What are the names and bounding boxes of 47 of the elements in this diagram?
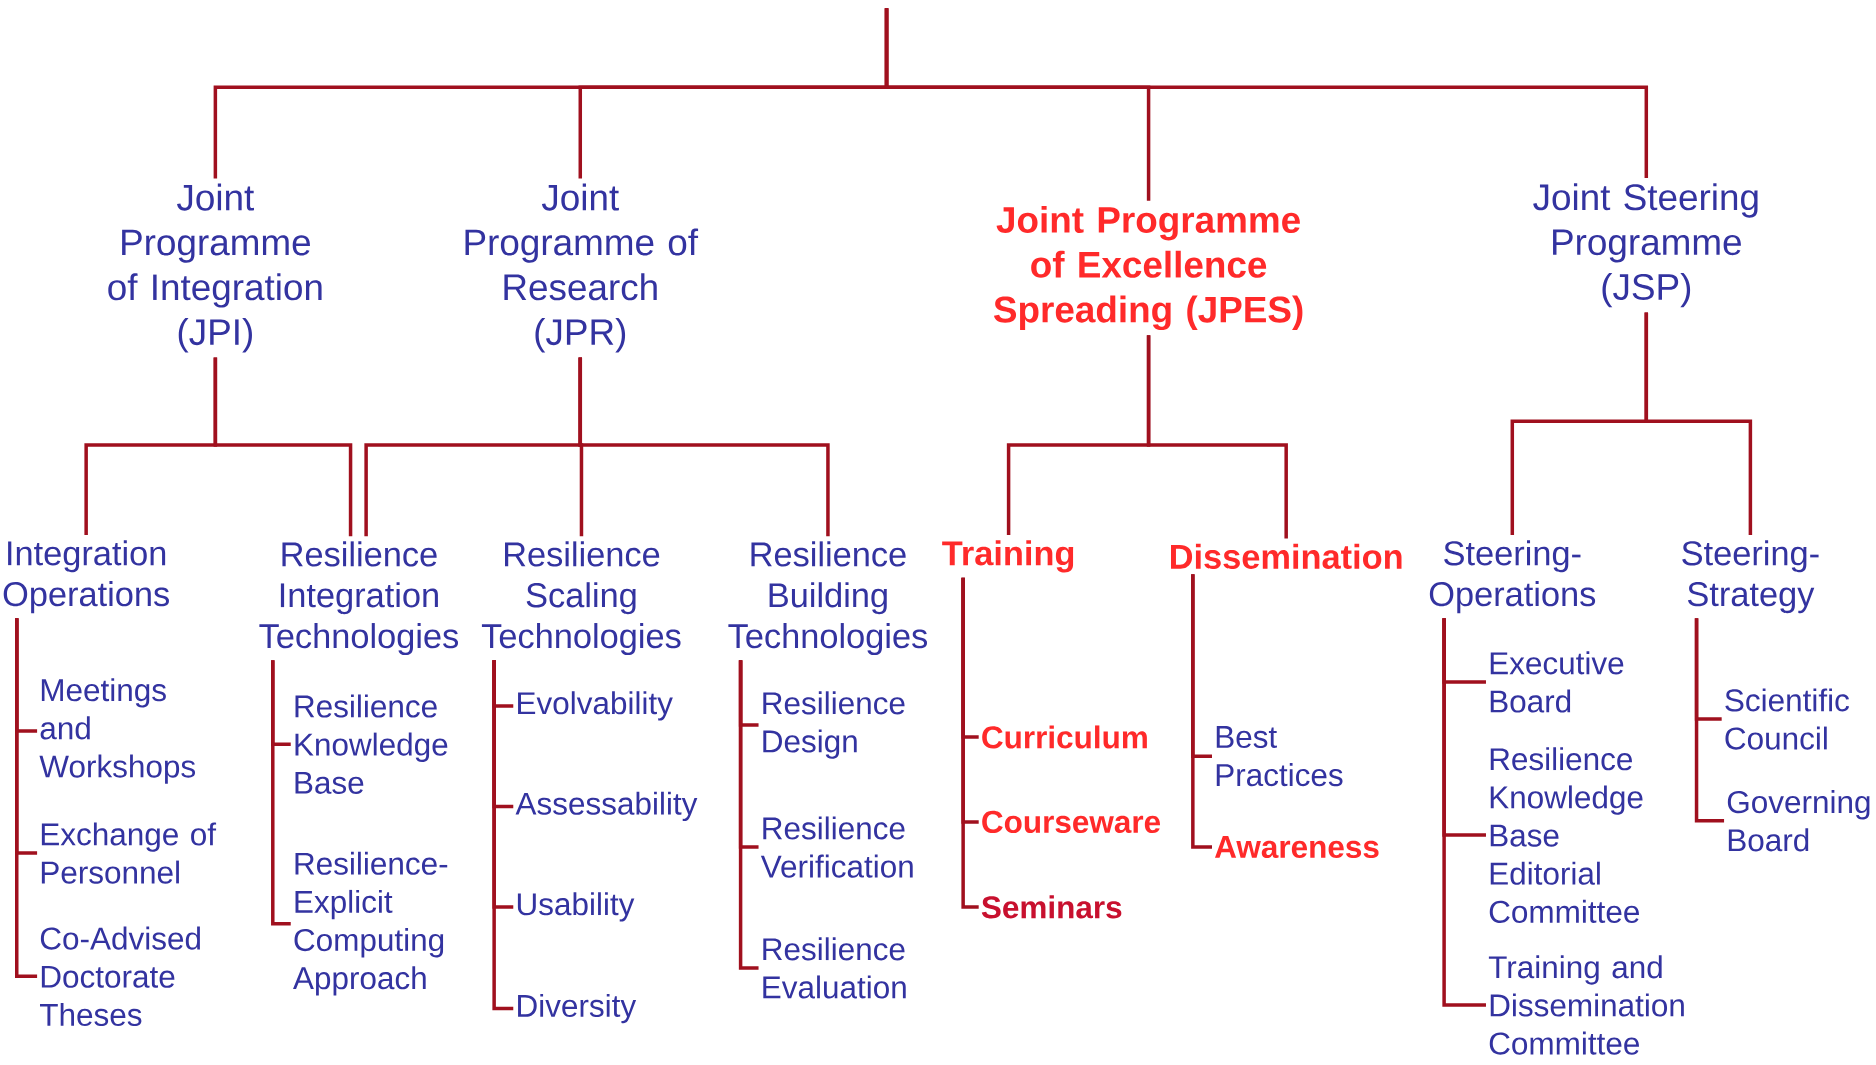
item-label: Resilience-Explicit Computing Approach	[293, 851, 448, 996]
programme-heading: Joint Steering Programme (JSP)	[1533, 183, 1758, 308]
unit-heading: Resilience Building Technologies	[728, 541, 927, 656]
connector-line	[738, 660, 759, 970]
unit-heading: Steering-Strategy	[1682, 540, 1819, 614]
item-label: Courseware	[982, 810, 1161, 834]
item-label: Evolvability	[518, 691, 673, 721]
item-label: Resilience Knowledge Base	[295, 694, 448, 794]
unit-heading: Dissemination	[1171, 543, 1402, 570]
item-label: Diversity	[518, 994, 637, 1024]
item-label: Governing Board	[1727, 790, 1870, 852]
programme-heading: Joint Programme of Integration (JPI)	[108, 183, 322, 353]
programme-heading: Joint Programme of Excellence Spreading (JPES)	[993, 206, 1303, 331]
connector-line	[15, 618, 38, 979]
item-label: Co-Advised Doctorate Theses	[40, 926, 200, 1027]
item-label: Scientific Council	[1725, 688, 1849, 750]
unit-heading: Resilience Scaling Technologies	[481, 541, 681, 656]
item-label: Curriculum	[982, 725, 1147, 749]
item-label: Resilience Verification	[760, 816, 913, 878]
connector-line	[884, 8, 1649, 179]
unit-heading: Training	[942, 540, 1074, 573]
item-label: Resilience Knowledge Base Editorial Committee	[1489, 747, 1643, 924]
connector-line	[492, 660, 514, 1011]
connector-line	[1442, 618, 1486, 1007]
item-label: Training and Dissemination Committee	[1488, 955, 1684, 1055]
programme-heading: Joint Programme of Research (JPR)	[465, 183, 699, 353]
connector-line	[961, 577, 979, 909]
item-label: Executive Board	[1490, 651, 1624, 713]
connector-line	[1694, 618, 1725, 823]
unit-heading: Resilience Integration Technologies	[259, 541, 458, 656]
item-label: Assessability	[515, 791, 698, 822]
item-label: Awareness	[1215, 836, 1379, 859]
connector-line	[1644, 312, 1753, 536]
item-label: Meetings and Workshops	[39, 678, 196, 784]
connector-line	[213, 357, 353, 537]
item-label: Seminars	[981, 895, 1122, 919]
item-label: Resilience Evaluation	[763, 937, 906, 999]
item-label: Exchange of Personnel	[41, 822, 217, 884]
connector-line	[1146, 335, 1288, 539]
unit-heading: Steering-Operations	[1429, 540, 1596, 614]
connector-line	[271, 660, 291, 926]
connector-line	[578, 357, 830, 537]
item-label: Usability	[517, 892, 635, 922]
connector-line	[1191, 574, 1212, 849]
item-label: Resilience Design	[763, 691, 905, 759]
unit-heading: Integration Operations	[3, 540, 169, 614]
item-label: Best Practices	[1216, 726, 1343, 787]
